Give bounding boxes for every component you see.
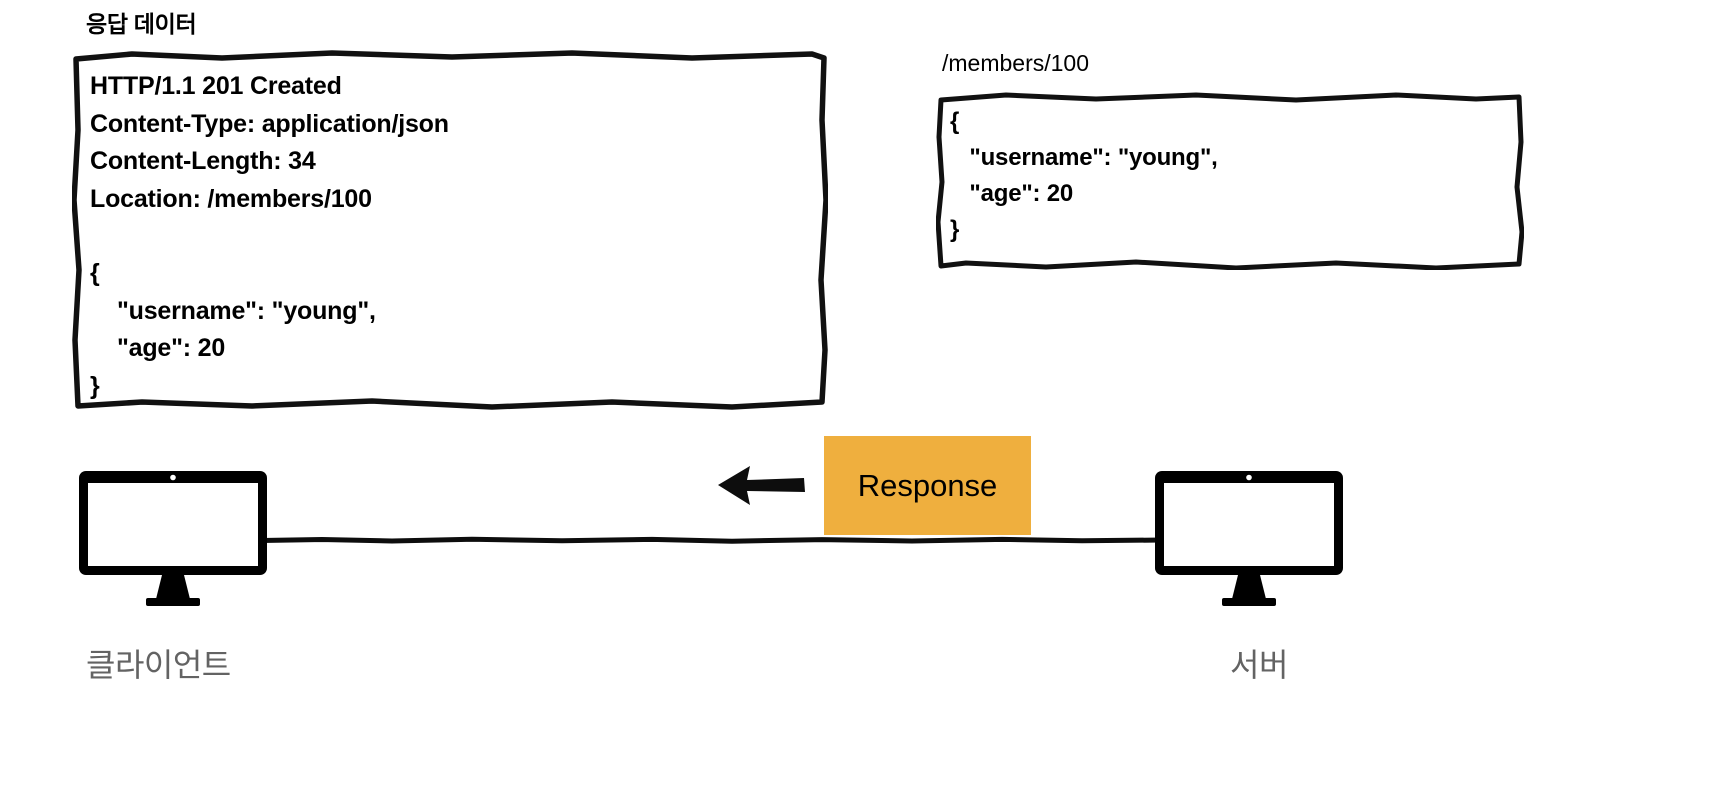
resource-representation-box: { "username": "young", "age": 20 } [936, 92, 1524, 270]
resource-line-1: "username": "young", [950, 144, 1218, 171]
response-line-1: Content-Type: application/json [90, 109, 449, 138]
response-flow-chip: Response [824, 436, 1031, 535]
response-line-8: } [90, 371, 100, 400]
monitor-icon [1155, 471, 1343, 606]
response-line-7: "age": 20 [90, 334, 226, 362]
resource-box-content: { "username": "young", "age": 20 } [950, 104, 1514, 264]
response-line-0: HTTP/1.1 201 Created [90, 72, 342, 100]
response-line-2: Content-Length: 34 [90, 147, 316, 175]
response-data-box: HTTP/1.1 201 Created Content-Type: appli… [72, 50, 828, 410]
response-line-6: "username": "young", [90, 296, 376, 325]
server-node-label: 서버 [1230, 647, 1288, 683]
client-node-label: 클라이언트 [86, 647, 231, 683]
response-chip-label: Response [857, 467, 998, 503]
response-box-content: HTTP/1.1 201 Created Content-Type: appli… [90, 68, 818, 404]
response-line-blank [90, 218, 818, 255]
resource-line-2: "age": 20 [950, 180, 1074, 207]
page-title: 응답 데이터 [86, 11, 197, 37]
response-line-5: { [90, 259, 100, 287]
monitor-icon [79, 471, 267, 606]
client-server-connection-line [262, 536, 1162, 544]
resource-line-0: { [950, 108, 960, 135]
resource-uri-label: /members/100 [942, 50, 1090, 76]
response-line-3: Location: /members/100 [90, 184, 372, 213]
resource-line-3: } [950, 216, 960, 243]
arrow-left-icon [718, 466, 805, 505]
